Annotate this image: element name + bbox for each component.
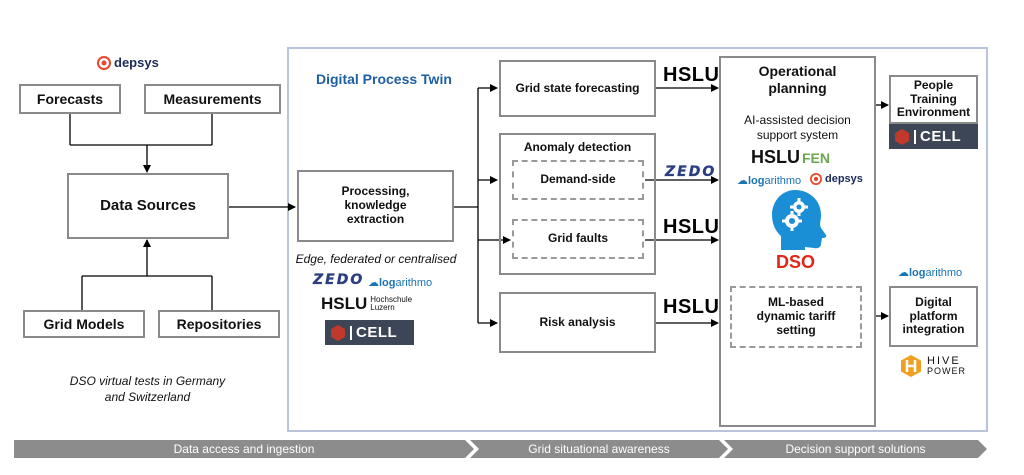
anomaly-detection-title: Anomaly detection — [523, 140, 632, 154]
digital-platform-label: Digital platform integration — [902, 294, 965, 337]
cell-text: CELL — [356, 324, 398, 341]
hslu-logo-1: HSLU — [663, 64, 720, 86]
forecasts-label: Forecasts — [36, 90, 104, 107]
cell-text-right: CELL — [920, 128, 962, 145]
logarithmo-log: log — [379, 277, 396, 289]
logarithmo-logo: ☁logarithmo — [368, 276, 432, 289]
grid-faults-label: Grid faults — [547, 231, 608, 246]
hslu-text: HSLU — [321, 294, 368, 313]
cell-logo-left: CELL — [325, 320, 414, 345]
hslu-hochschule-logo: HSLU Hochschule Luzern — [321, 294, 420, 314]
depsys-text: depsys — [114, 55, 159, 70]
hslu-fen-hslu: HSLU — [751, 147, 800, 167]
logarithmo-logo-ops: ☁logarithmo — [737, 174, 801, 187]
forecasts-box: Forecasts — [19, 84, 121, 114]
hslu-subtext: Hochschule Luzern — [370, 295, 413, 312]
hive-text: HIVE — [927, 355, 961, 367]
hslu-logo-2: HSLU — [663, 216, 720, 238]
measurements-label: Measurements — [163, 90, 262, 107]
hslu-fen-fen: FEN — [802, 149, 830, 166]
depsys-ops-text: depsys — [825, 173, 863, 185]
people-training-box: People Training Environment — [889, 75, 978, 124]
cloud-icon: ☁ — [368, 277, 379, 289]
risk-analysis-label: Risk analysis — [539, 314, 616, 329]
grid-state-forecasting-box: Grid state forecasting — [499, 60, 656, 117]
banner-decision-support: Decision support solutions — [724, 440, 987, 458]
people-training-label: People Training Environment — [896, 77, 971, 120]
grid-faults-box: Grid faults — [512, 219, 644, 259]
cell-hex-icon — [331, 324, 345, 341]
logarithmo-logo-right: ☁logarithmo — [898, 266, 962, 279]
power-text: POWER — [927, 366, 967, 376]
measurements-box: Measurements — [144, 84, 281, 114]
grid-state-label: Grid state forecasting — [515, 80, 640, 95]
dso-label: DSO — [776, 252, 816, 272]
processing-box: Processing, knowledge extraction — [297, 170, 454, 242]
grid-models-label: Grid Models — [43, 315, 125, 332]
hive-hexagon-icon — [901, 355, 921, 377]
data-sources-box: Data Sources — [67, 173, 229, 239]
operational-planning-title: Operational planning — [758, 63, 837, 96]
banner-data-access-label: Data access and ingestion — [173, 442, 315, 456]
depsys-icon — [97, 55, 111, 70]
banner-grid-awareness-label: Grid situational awareness — [528, 442, 670, 456]
banner-grid-awareness: Grid situational awareness — [470, 440, 728, 458]
ml-tariff-label: ML-based dynamic tariff setting — [756, 295, 836, 337]
hive-text-block: HIVE POWER — [927, 356, 966, 376]
anomaly-detection-box: Anomaly detection — [499, 133, 656, 275]
cloud-icon-right: ☁ — [898, 267, 909, 279]
banner-data-access: Data access and ingestion — [14, 440, 474, 458]
depsys-logo-ops: depsys — [810, 173, 863, 185]
logarithmo-ops-log: log — [748, 175, 765, 187]
zedo-logo: ZEDO — [313, 272, 365, 288]
repositories-box: Repositories — [158, 310, 280, 338]
cell-logo-right: CELL — [889, 124, 978, 149]
banner-decision-support-label: Decision support solutions — [785, 442, 926, 456]
demand-side-label: Demand-side — [540, 172, 616, 187]
hslu-fen-logo: HSLU FEN — [751, 147, 830, 168]
ai-support-text: AI-assisted decision support system — [744, 113, 851, 142]
ml-tariff-box: ML-based dynamic tariff setting — [730, 286, 862, 348]
processing-label: Processing, knowledge extraction — [341, 184, 410, 226]
cell-hex-icon-right — [895, 128, 909, 145]
grid-models-box: Grid Models — [23, 310, 145, 338]
logarithmo-right-log: log — [909, 267, 926, 279]
data-sources-label: Data Sources — [100, 197, 196, 215]
logarithmo-right-arithmo: arithmo — [925, 267, 963, 279]
hslu-logo-3: HSLU — [663, 296, 720, 318]
repositories-label: Repositories — [176, 315, 262, 332]
cloud-icon-ops: ☁ — [737, 175, 748, 187]
ai-head-gears-icon — [772, 190, 827, 250]
risk-analysis-box: Risk analysis — [499, 292, 656, 353]
digital-twin-title: Digital Process Twin — [316, 71, 452, 87]
hive-power-logo: HIVE POWER — [900, 354, 966, 378]
digital-twin-frame — [287, 47, 988, 432]
edge-federated-note: Edge, federated or centralised — [295, 252, 457, 266]
digital-platform-box: Digital platform integration — [889, 286, 978, 347]
dso-virtual-tests-note: DSO virtual tests in Germany and Switzer… — [69, 374, 226, 404]
demand-side-box: Demand-side — [512, 160, 644, 200]
depsys-icon-ops — [810, 173, 822, 185]
logarithmo-arithmo: arithmo — [395, 277, 433, 289]
logarithmo-ops-arithmo: arithmo — [764, 175, 802, 187]
depsys-logo: depsys — [97, 55, 159, 70]
zedo-logo-2: ZEDO — [665, 164, 717, 180]
